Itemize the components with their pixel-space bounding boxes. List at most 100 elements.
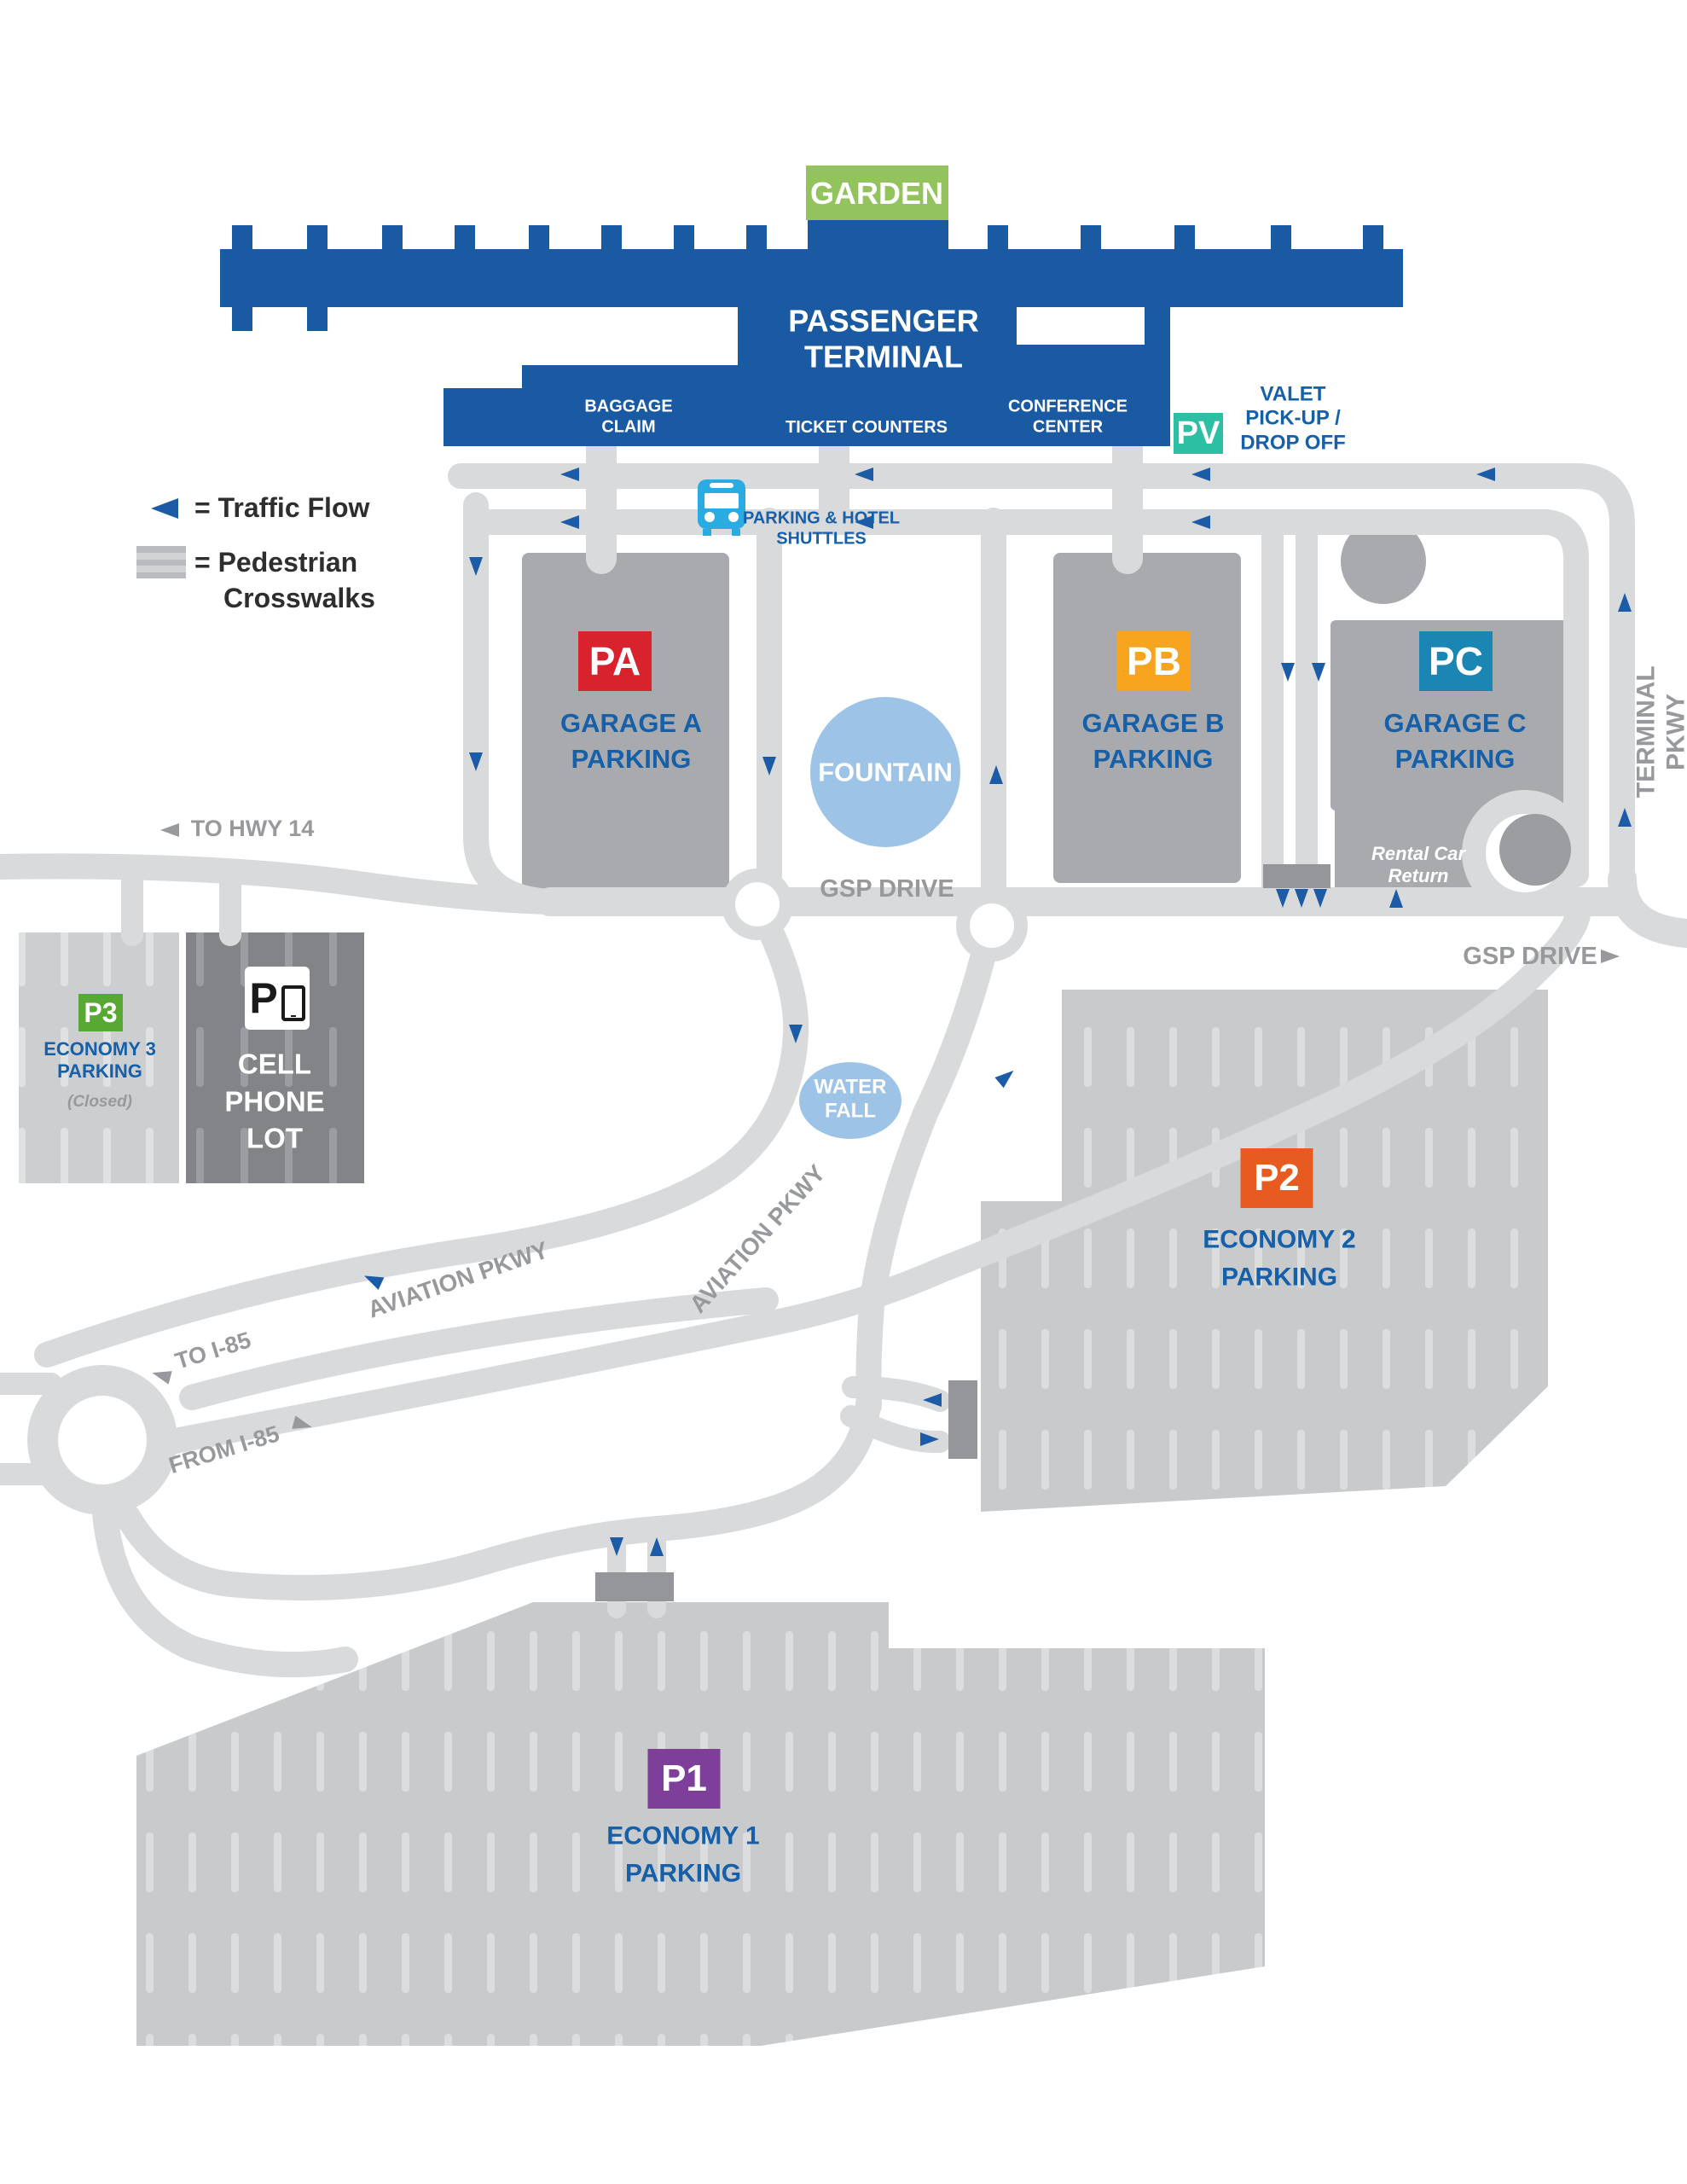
garage-a-badge: PA bbox=[578, 631, 652, 691]
terminal-loop-inner-road bbox=[467, 509, 1589, 887]
shuttles-label: PARKING & HOTEL SHUTTLES bbox=[742, 508, 901, 548]
garden-stem bbox=[808, 220, 948, 251]
gsp-drive-center-label: GSP DRIVE bbox=[820, 874, 954, 903]
terminal-layer bbox=[220, 220, 1403, 446]
baggage-claim-label: BAGGAGE CLAIM bbox=[584, 397, 673, 436]
waterfall-label: WATER FALL bbox=[814, 1075, 887, 1123]
legend-pedestrian-label-2: Crosswalks bbox=[223, 583, 375, 614]
p1-badge: P1 bbox=[647, 1749, 721, 1809]
garage-c-label: GARAGE C PARKING bbox=[1383, 708, 1527, 774]
valet-label: VALET PICK-UP / DROP OFF bbox=[1240, 382, 1346, 455]
p3-closed-label: (Closed) bbox=[67, 1092, 132, 1111]
traffic-flow-arrow-icon bbox=[1281, 663, 1295, 682]
to-hwy14-label: TO HWY 14 bbox=[190, 816, 315, 842]
from-i85-aviation-east-road bbox=[158, 902, 1591, 1455]
shuttle-bus-icon bbox=[698, 479, 745, 536]
p1-crosswalk bbox=[595, 1572, 674, 1601]
traffic-flow-arrow-icon bbox=[762, 757, 776, 775]
i85-roundabout-inner bbox=[58, 1396, 147, 1484]
p2-entry-lane-bottom bbox=[840, 1405, 951, 1454]
terminal-pkwy-label: TERMINAL PKWY bbox=[1632, 665, 1687, 799]
gsp-drive-right-label: GSP DRIVE bbox=[1463, 942, 1597, 970]
economy-lots-layer bbox=[19, 932, 1548, 2046]
p3-label: ECONOMY 3 PARKING bbox=[43, 1038, 156, 1082]
traffic-arrows-layer bbox=[152, 468, 1632, 1556]
garage-a-shape bbox=[522, 553, 729, 911]
terminal-concourse-bar bbox=[220, 249, 1403, 307]
garden-shape bbox=[806, 166, 948, 220]
traffic-flow-arrow-icon bbox=[364, 1275, 385, 1290]
roundabout-spoke-c bbox=[91, 1487, 358, 1678]
terminal-center-block bbox=[738, 307, 1017, 375]
traffic-flow-arrow-icon bbox=[469, 557, 483, 576]
terminal-gate-piers bbox=[232, 225, 1383, 331]
cell-phone-lot-icon: P bbox=[245, 967, 310, 1030]
rental-crosswalk bbox=[1263, 864, 1330, 888]
terminal-loop-outer-road bbox=[448, 463, 1635, 896]
garage-b-badge: PB bbox=[1117, 631, 1191, 691]
fountain-label: FOUNTAIN bbox=[818, 757, 953, 787]
legend-pedestrian-label-1: = Pedestrian bbox=[194, 547, 358, 578]
garage-c-shape bbox=[1330, 620, 1582, 810]
garage-c-ramp-circle bbox=[1341, 519, 1426, 604]
roads-layer bbox=[0, 427, 1687, 1678]
traffic-flow-arrow-icon bbox=[920, 1432, 939, 1446]
traffic-flow-arrow-icon bbox=[1191, 515, 1210, 529]
cell-phone-icon bbox=[281, 985, 305, 1021]
p3-lot-shape bbox=[19, 932, 179, 1183]
gsp-roundabout-west-inner bbox=[735, 882, 780, 926]
traffic-flow-arrow-icon bbox=[994, 1070, 1014, 1089]
aviation-pkwy-west-road bbox=[34, 892, 809, 1368]
traffic-flow-arrow-icon bbox=[989, 765, 1003, 784]
traffic-flow-arrow-icon bbox=[1618, 593, 1632, 612]
traffic-flow-arrow-icon bbox=[1389, 889, 1403, 908]
waterfall-shape bbox=[799, 1062, 901, 1139]
rental-ramp-circle bbox=[1499, 814, 1571, 886]
traffic-flow-arrow-icon bbox=[923, 1393, 942, 1407]
garage-b-label: GARAGE B PARKING bbox=[1081, 708, 1225, 774]
garage-a-label: GARAGE A PARKING bbox=[560, 708, 702, 774]
rental-car-return-label: Rental Car Return bbox=[1371, 843, 1466, 886]
traffic-flow-arrow-icon bbox=[560, 468, 579, 481]
traffic-flow-arrow-icon bbox=[1276, 889, 1290, 908]
conference-center-label: CONFERENCE CENTER bbox=[1007, 397, 1128, 436]
traffic-flow-arrow-icon bbox=[610, 1537, 623, 1556]
direction-arrow-icon bbox=[292, 1415, 312, 1429]
p2-badge: P2 bbox=[1240, 1148, 1313, 1208]
direction-arrow-icon bbox=[160, 823, 179, 837]
crosswalks-layer bbox=[595, 864, 1330, 1601]
garage-c-badge: PC bbox=[1419, 631, 1493, 691]
cell-phone-p-letter: P bbox=[249, 974, 278, 1022]
fountain-shape bbox=[810, 697, 960, 847]
p1-access-road bbox=[115, 1391, 881, 1601]
to-i85-road bbox=[179, 1287, 779, 1410]
legend-traffic-arrow-icon bbox=[151, 498, 178, 519]
aviation-pkwy-cross-road bbox=[855, 907, 1005, 1419]
p1-label: ECONOMY 1 PARKING bbox=[606, 1821, 760, 1888]
legend-crosswalk-icon bbox=[136, 546, 186, 578]
terminal-lower-slab bbox=[443, 365, 1170, 446]
cell-phone-lot-label: CELL PHONE LOT bbox=[224, 1048, 325, 1154]
traffic-flow-arrow-icon bbox=[1295, 889, 1308, 908]
terminal-notch-bridge bbox=[1017, 345, 1145, 367]
traffic-flow-arrow-icon bbox=[650, 1537, 664, 1556]
traffic-flow-arrow-icon bbox=[1312, 663, 1325, 682]
p2-crosswalk bbox=[948, 1380, 977, 1459]
valet-badge: PV bbox=[1174, 413, 1223, 454]
hwy14-road bbox=[0, 853, 563, 915]
direction-arrow-icon bbox=[1601, 950, 1620, 963]
terminal-right-block bbox=[1145, 307, 1170, 375]
garages-layer bbox=[522, 519, 1582, 911]
garden-label: GARDEN bbox=[809, 175, 944, 211]
passenger-terminal-label: PASSENGER TERMINAL bbox=[788, 303, 979, 375]
traffic-flow-arrow-icon bbox=[1191, 468, 1210, 481]
p3-badge: P3 bbox=[78, 994, 123, 1031]
p2-label: ECONOMY 2 PARKING bbox=[1203, 1225, 1356, 1292]
traffic-flow-arrow-icon bbox=[1618, 808, 1632, 827]
traffic-flow-arrow-icon bbox=[789, 1025, 803, 1043]
traffic-flow-arrow-icon bbox=[1476, 468, 1495, 481]
traffic-flow-arrow-icon bbox=[1313, 889, 1327, 908]
p2-lot-shape bbox=[981, 990, 1548, 1512]
